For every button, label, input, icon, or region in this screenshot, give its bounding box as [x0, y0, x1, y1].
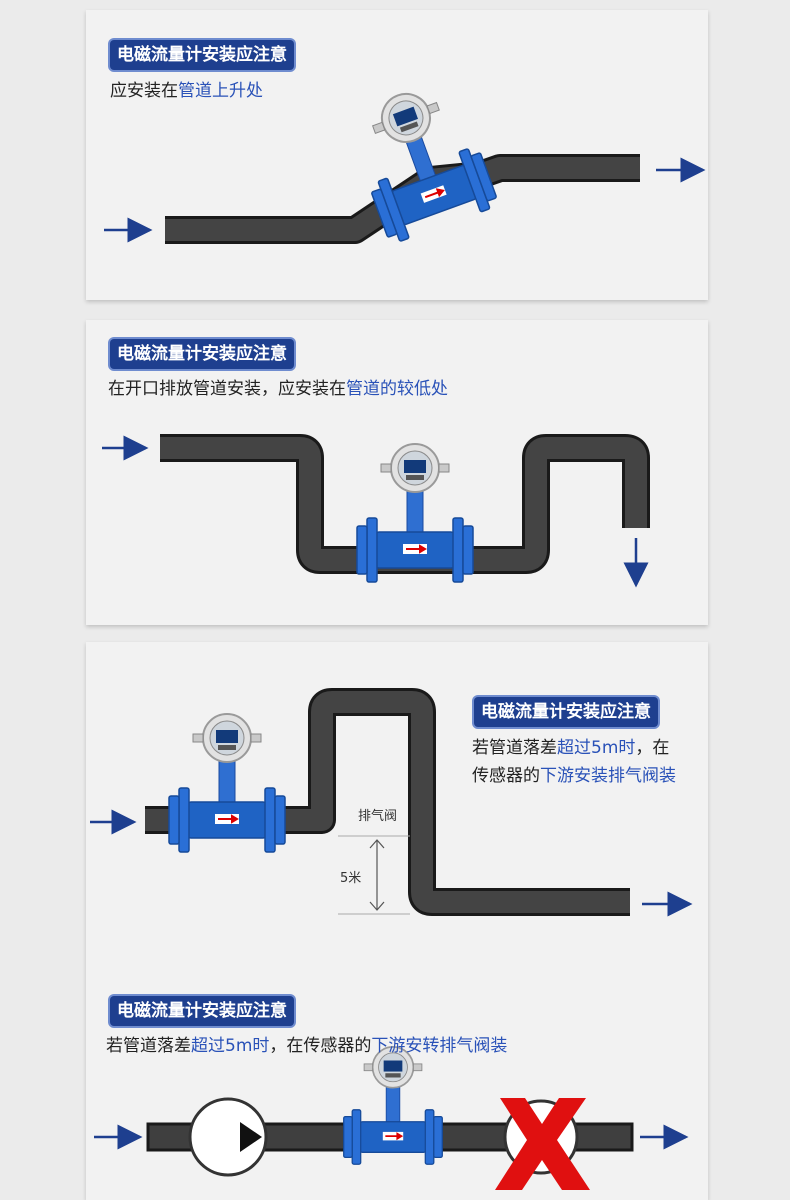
panel4-plain-b: ，在传感器的 — [269, 1036, 372, 1056]
panel2-title: 电磁流量计安装应注意 — [110, 339, 294, 369]
valve-label: 排气阀 — [358, 808, 397, 824]
panel1-note-highlight: 管道上升处 — [178, 81, 263, 101]
panel3-line1-plain-a: 若管道落差 — [472, 738, 557, 758]
panel4-highlight-b: 下游安转排气阀装 — [371, 1036, 508, 1056]
pipe-u-shape — [160, 434, 650, 574]
flowmeter-2 — [356, 443, 474, 583]
panel3-note-line1: 若管道落差超过5m时，在 — [472, 737, 669, 759]
height-label: 5米 — [340, 871, 361, 886]
pump-icon — [188, 1097, 268, 1177]
panel3-note-line2: 传感器的下游安装排气阀装 — [472, 765, 676, 787]
height-dimension — [338, 835, 410, 915]
flowmeter-3 — [168, 713, 286, 853]
panel4-note: 若管道落差超过5m时，在传感器的下游安转排气阀装 — [106, 1035, 507, 1057]
panel1-note: 应安装在管道上升处 — [110, 80, 263, 102]
flowmeter-4 — [342, 1046, 444, 1166]
panel3-line2-plain: 传感器的 — [472, 766, 540, 786]
valve-crossed-icon — [495, 1098, 590, 1190]
panel4-title: 电磁流量计安装应注意 — [110, 996, 294, 1026]
panel3-line1-plain-b: ，在 — [635, 738, 670, 758]
panel4-highlight-a: 超过5m时 — [191, 1036, 270, 1056]
panel4-plain-a: 若管道落差 — [106, 1036, 191, 1056]
panel1-note-plain: 应安装在 — [110, 81, 178, 101]
panel3-line1-highlight: 超过5m时 — [557, 738, 636, 758]
panel2-note: 在开口排放管道安装，应安装在管道的较低处 — [108, 378, 448, 400]
panel3-line2-highlight: 下游安装排气阀装 — [540, 766, 676, 786]
pipe-drop — [145, 688, 630, 916]
panel2-note-highlight: 管道的较低处 — [346, 379, 448, 399]
panel2-note-plain: 在开口排放管道安装，应安装在 — [108, 379, 346, 399]
panel3-title: 电磁流量计安装应注意 — [474, 697, 658, 727]
panel1-title: 电磁流量计安装应注意 — [110, 40, 294, 70]
